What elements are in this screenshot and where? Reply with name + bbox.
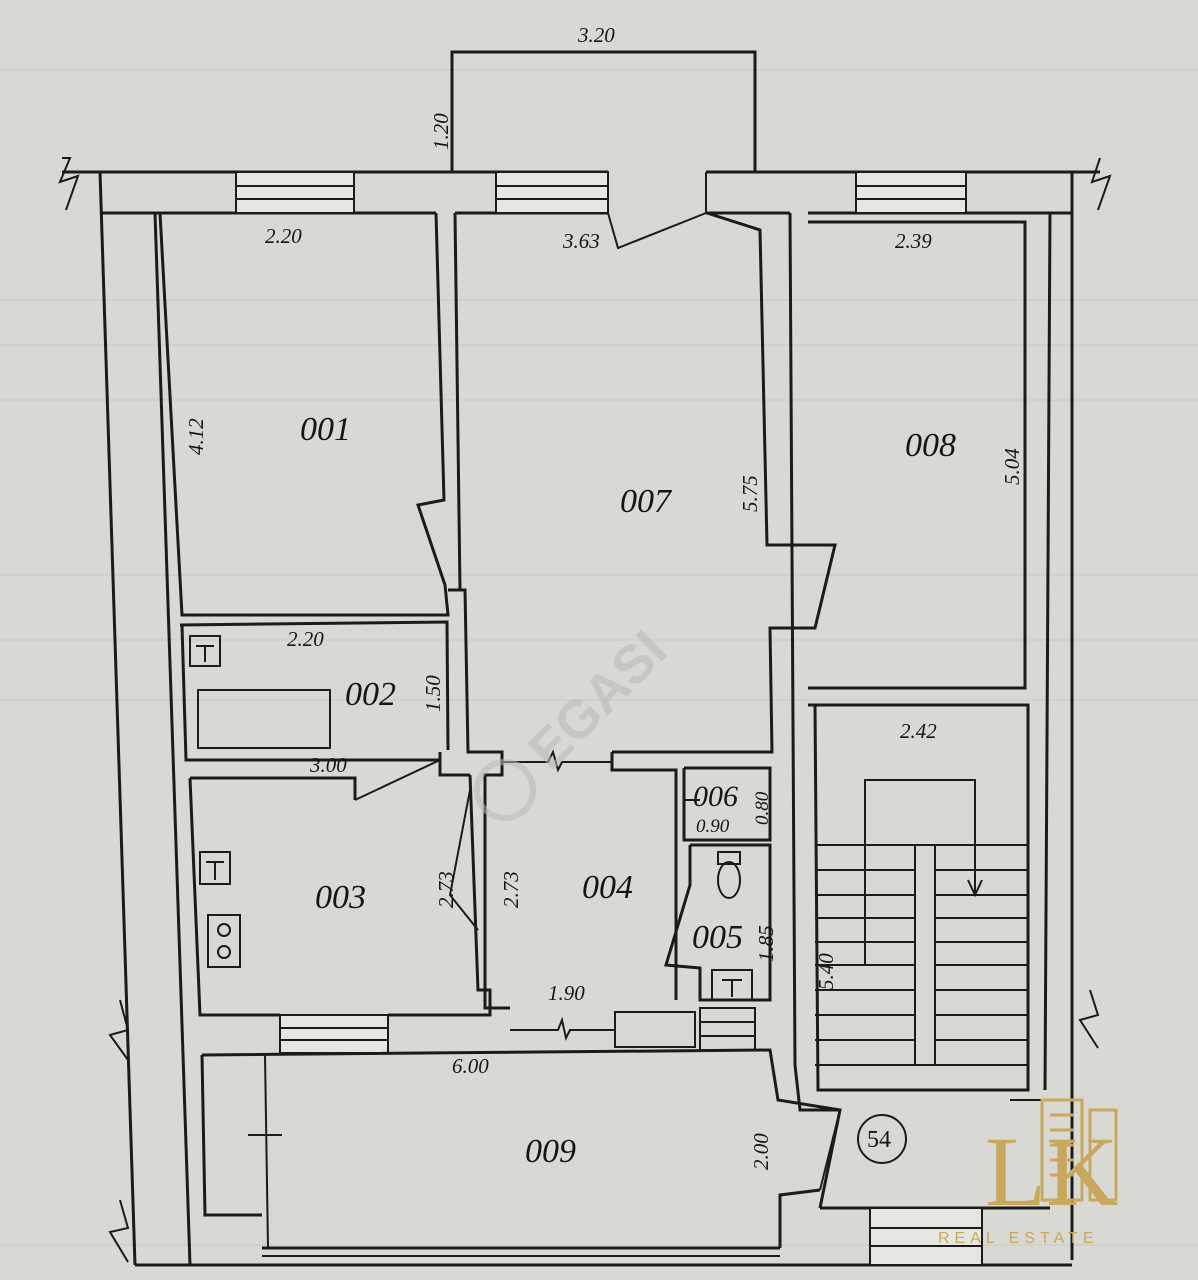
- room-labels: 001 002 003 004 005 006 007 008 009: [300, 411, 956, 1170]
- interior-walls: [158, 211, 1045, 1249]
- logo-letters: LK: [985, 1116, 1118, 1227]
- lk-real-estate-logo: LK REAL ESTATE: [938, 1098, 1118, 1247]
- room-label-008: 008: [905, 427, 956, 464]
- dim-007-top: 3.63: [562, 229, 600, 253]
- dim-006-width: 0.90: [696, 816, 730, 837]
- dim-008-length: 5.04: [1000, 448, 1024, 485]
- apartment-number: 54: [867, 1127, 891, 1153]
- room-label-007: 007: [620, 483, 673, 520]
- dim-007-length: 5.75: [738, 475, 762, 512]
- staircase: [815, 779, 1028, 1066]
- dim-004-width: 1.90: [548, 981, 585, 1005]
- dim-002-width: 2.20: [287, 627, 324, 651]
- room-label-001: 001: [300, 411, 351, 448]
- room-label-005: 005: [692, 919, 743, 956]
- balcony: [450, 50, 757, 172]
- dim-008-width: 2.39: [895, 229, 932, 253]
- room-label-004: 004: [582, 869, 633, 906]
- sink-icon: [189, 635, 221, 667]
- wall-break-symbols: [58, 157, 1112, 1263]
- dim-006-length: 0.80: [752, 791, 773, 825]
- dim-001-width: 2.20: [265, 224, 302, 248]
- building-icon: [1040, 1098, 1118, 1202]
- room-label-003: 003: [315, 879, 366, 916]
- bathtub-icon: [197, 689, 331, 749]
- egasi-watermark: EGASI: [474, 620, 678, 821]
- room-label-006: 006: [693, 780, 738, 813]
- dim-stair-length: 5.40: [814, 953, 838, 990]
- shower-icon: [711, 969, 753, 1001]
- kitchen-sink-icon: [199, 851, 231, 885]
- dim-stair-width: 2.42: [900, 719, 937, 743]
- windows: [235, 171, 983, 1266]
- dim-005-length: 1.85: [754, 925, 778, 962]
- room-label-009: 009: [525, 1133, 576, 1170]
- dim-009-length: 2.00: [749, 1133, 773, 1170]
- dim-009-width: 6.00: [452, 1054, 489, 1078]
- dim-004-length: 2.73: [499, 871, 523, 908]
- apartment-number-badge: 54: [857, 1114, 907, 1164]
- dim-003-length: 2.73: [434, 871, 458, 908]
- paper-lines: [0, 69, 1198, 1246]
- dim-balcony-depth: 1.20: [429, 113, 453, 150]
- stove-icon: [207, 914, 241, 968]
- dim-balcony-width: 3.20: [577, 23, 615, 47]
- room-label-002: 002: [345, 676, 396, 713]
- toilet-icon: [717, 851, 741, 899]
- dim-003-width: 3.00: [309, 753, 347, 777]
- dimension-labels: 3.20 1.20 2.20 4.12 3.63 5.75 2.39 5.04 …: [184, 23, 1024, 1170]
- logo-subtitle: REAL ESTATE: [938, 1230, 1099, 1247]
- dim-002-length: 1.50: [421, 675, 445, 712]
- dim-001-length: 4.12: [184, 418, 208, 455]
